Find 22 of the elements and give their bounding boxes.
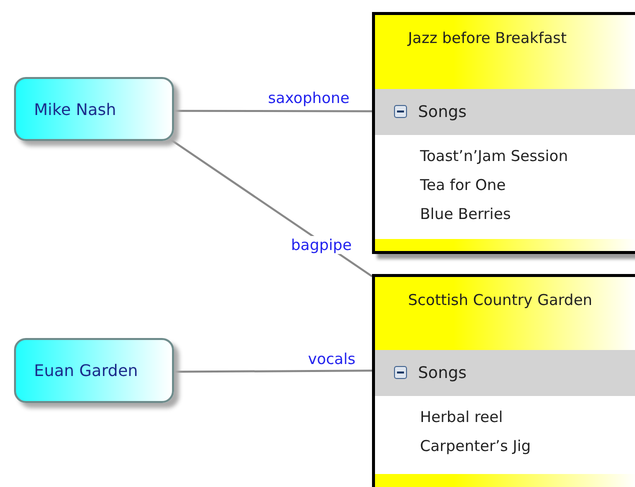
person-name: Mike Nash: [34, 100, 116, 118]
song-title: Carpenter’s Jig: [420, 437, 531, 455]
section-title: Songs: [418, 102, 467, 121]
song-title: Tea for One: [420, 176, 506, 194]
edge-label: saxophone: [266, 89, 352, 107]
album-title: Scottish Country Garden: [408, 291, 592, 309]
person-box: [14, 338, 174, 403]
song-title: Herbal reel: [420, 408, 503, 426]
connector-line: [170, 138, 373, 278]
connector-line: [174, 370, 372, 373]
album-title: Jazz before Breakfast: [408, 29, 567, 47]
person-name: Euan Garden: [34, 361, 138, 380]
edge-label: bagpipe: [289, 236, 354, 254]
album-card: [372, 12, 635, 254]
section-title: Songs: [418, 363, 467, 382]
songs-section: [375, 89, 635, 239]
person-box: [14, 77, 174, 141]
songs-section: [375, 350, 635, 474]
connector-line: [174, 110, 372, 112]
song-title: Toast’n’Jam Session: [420, 147, 568, 165]
song-title: Blue Berries: [420, 205, 511, 223]
album-card: [372, 274, 635, 487]
